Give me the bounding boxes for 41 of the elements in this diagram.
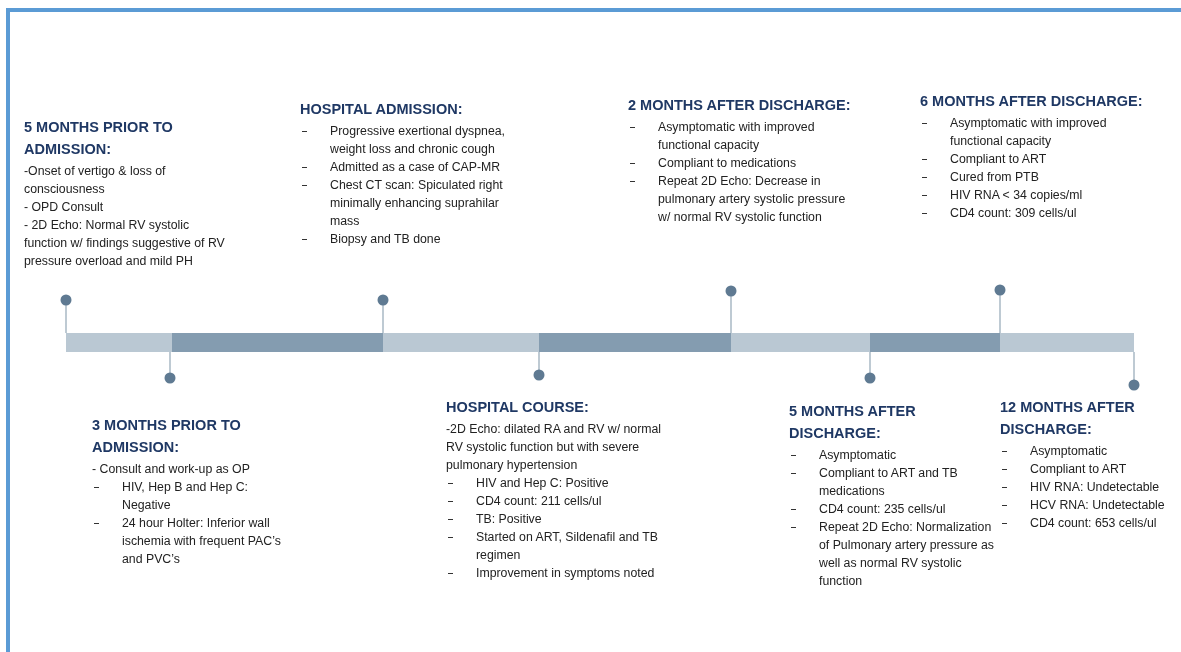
bullet-text: TB: Positive: [476, 512, 542, 526]
bullet-text: 24 hour Holter: Inferior wall ischemia with frequent PAC’s and PVC’s: [122, 516, 281, 566]
bullet-text: Progressive exertional dyspnea, weight loss and chronic cough: [330, 124, 505, 156]
bullet-text: HIV, Hep B and Hep C: Negative: [122, 480, 248, 512]
bullet-text: CD4 count: 211 cells/ul: [476, 494, 602, 508]
bullet-text: Asymptomatic with improved functional capacity: [658, 120, 815, 152]
bullet-text: - Consult and work-up as OP: [92, 461, 251, 478]
bullet-text: HIV RNA: Undetectable: [1030, 480, 1160, 494]
bullet-text: Compliant to medications: [658, 156, 797, 170]
milestone-heading: 5 MONTHS AFTER DISCHARGE:: [789, 402, 917, 443]
bullet-text: Biopsy and TB done: [330, 232, 441, 246]
bullet-text: - 2D Echo: Normal RV systolic function w/ findings suggestive of RV pressure overload and mild PH: [24, 217, 226, 270]
bullet-text: Asymptomatic: [1030, 444, 1108, 458]
bullet-text: CD4 count: 309 cells/ul: [950, 206, 1077, 220]
bullet-text: Improvement in symptoms noted: [476, 566, 655, 580]
bullet-text: HCV RNA: Undetectable: [1030, 498, 1165, 512]
bullet-text: CD4 count: 235 cells/ul: [819, 502, 946, 516]
bullet-text: Compliant to ART: [950, 152, 1047, 166]
milestone-heading: 3 MONTHS PRIOR TO ADMISSION:: [92, 416, 242, 457]
bullet-text: Compliant to ART and TB medications: [819, 466, 958, 498]
bullet-text: Asymptomatic with improved functional capacity: [950, 116, 1107, 148]
milestone-heading: 5 MONTHS PRIOR TO ADMISSION:: [24, 118, 174, 159]
bullet-text: Repeat 2D Echo: Decrease in pulmonary artery systolic pressure w/ normal RV systolic function: [658, 174, 846, 224]
milestone-heading: 2 MONTHS AFTER DISCHARGE:: [628, 96, 852, 115]
bullet-text: Asymptomatic: [819, 448, 897, 462]
bullet-text: - OPD Consult: [24, 199, 105, 216]
bullet-text: Admitted as a case of CAP-MR: [330, 160, 501, 174]
bullet-text: Compliant to ART: [1030, 462, 1127, 476]
bullet-text: -Onset of vertigo & loss of consciousness: [24, 163, 167, 198]
bullet-text: Repeat 2D Echo: Normalization of Pulmonary artery pressure as well as normal RV systolic function: [819, 520, 994, 588]
bullet-text: HIV RNA < 34 copies/ml: [950, 188, 1083, 202]
bullet-text: HIV and Hep C: Positive: [476, 476, 609, 490]
bullet-text: Chest CT scan: Spiculated right minimally enhancing suprahilar mass: [330, 178, 503, 228]
milestone-heading: HOSPITAL COURSE:: [446, 398, 590, 417]
milestone-heading: 6 MONTHS AFTER DISCHARGE:: [920, 92, 1144, 111]
milestone-heading: 12 MONTHS AFTER DISCHARGE:: [1000, 398, 1136, 439]
bullet-text: Started on ART, Sildenafil and TB regimen: [476, 530, 659, 562]
bullet-text: CD4 count: 653 cells/ul: [1030, 516, 1157, 530]
bullet-text: Cured from PTB: [950, 170, 1039, 184]
bullet-text: -2D Echo: dilated RA and RV w/ normal RV systolic function but with severe pulmonary hypertension: [446, 421, 663, 474]
milestone-heading: HOSPITAL ADMISSION:: [300, 100, 464, 119]
